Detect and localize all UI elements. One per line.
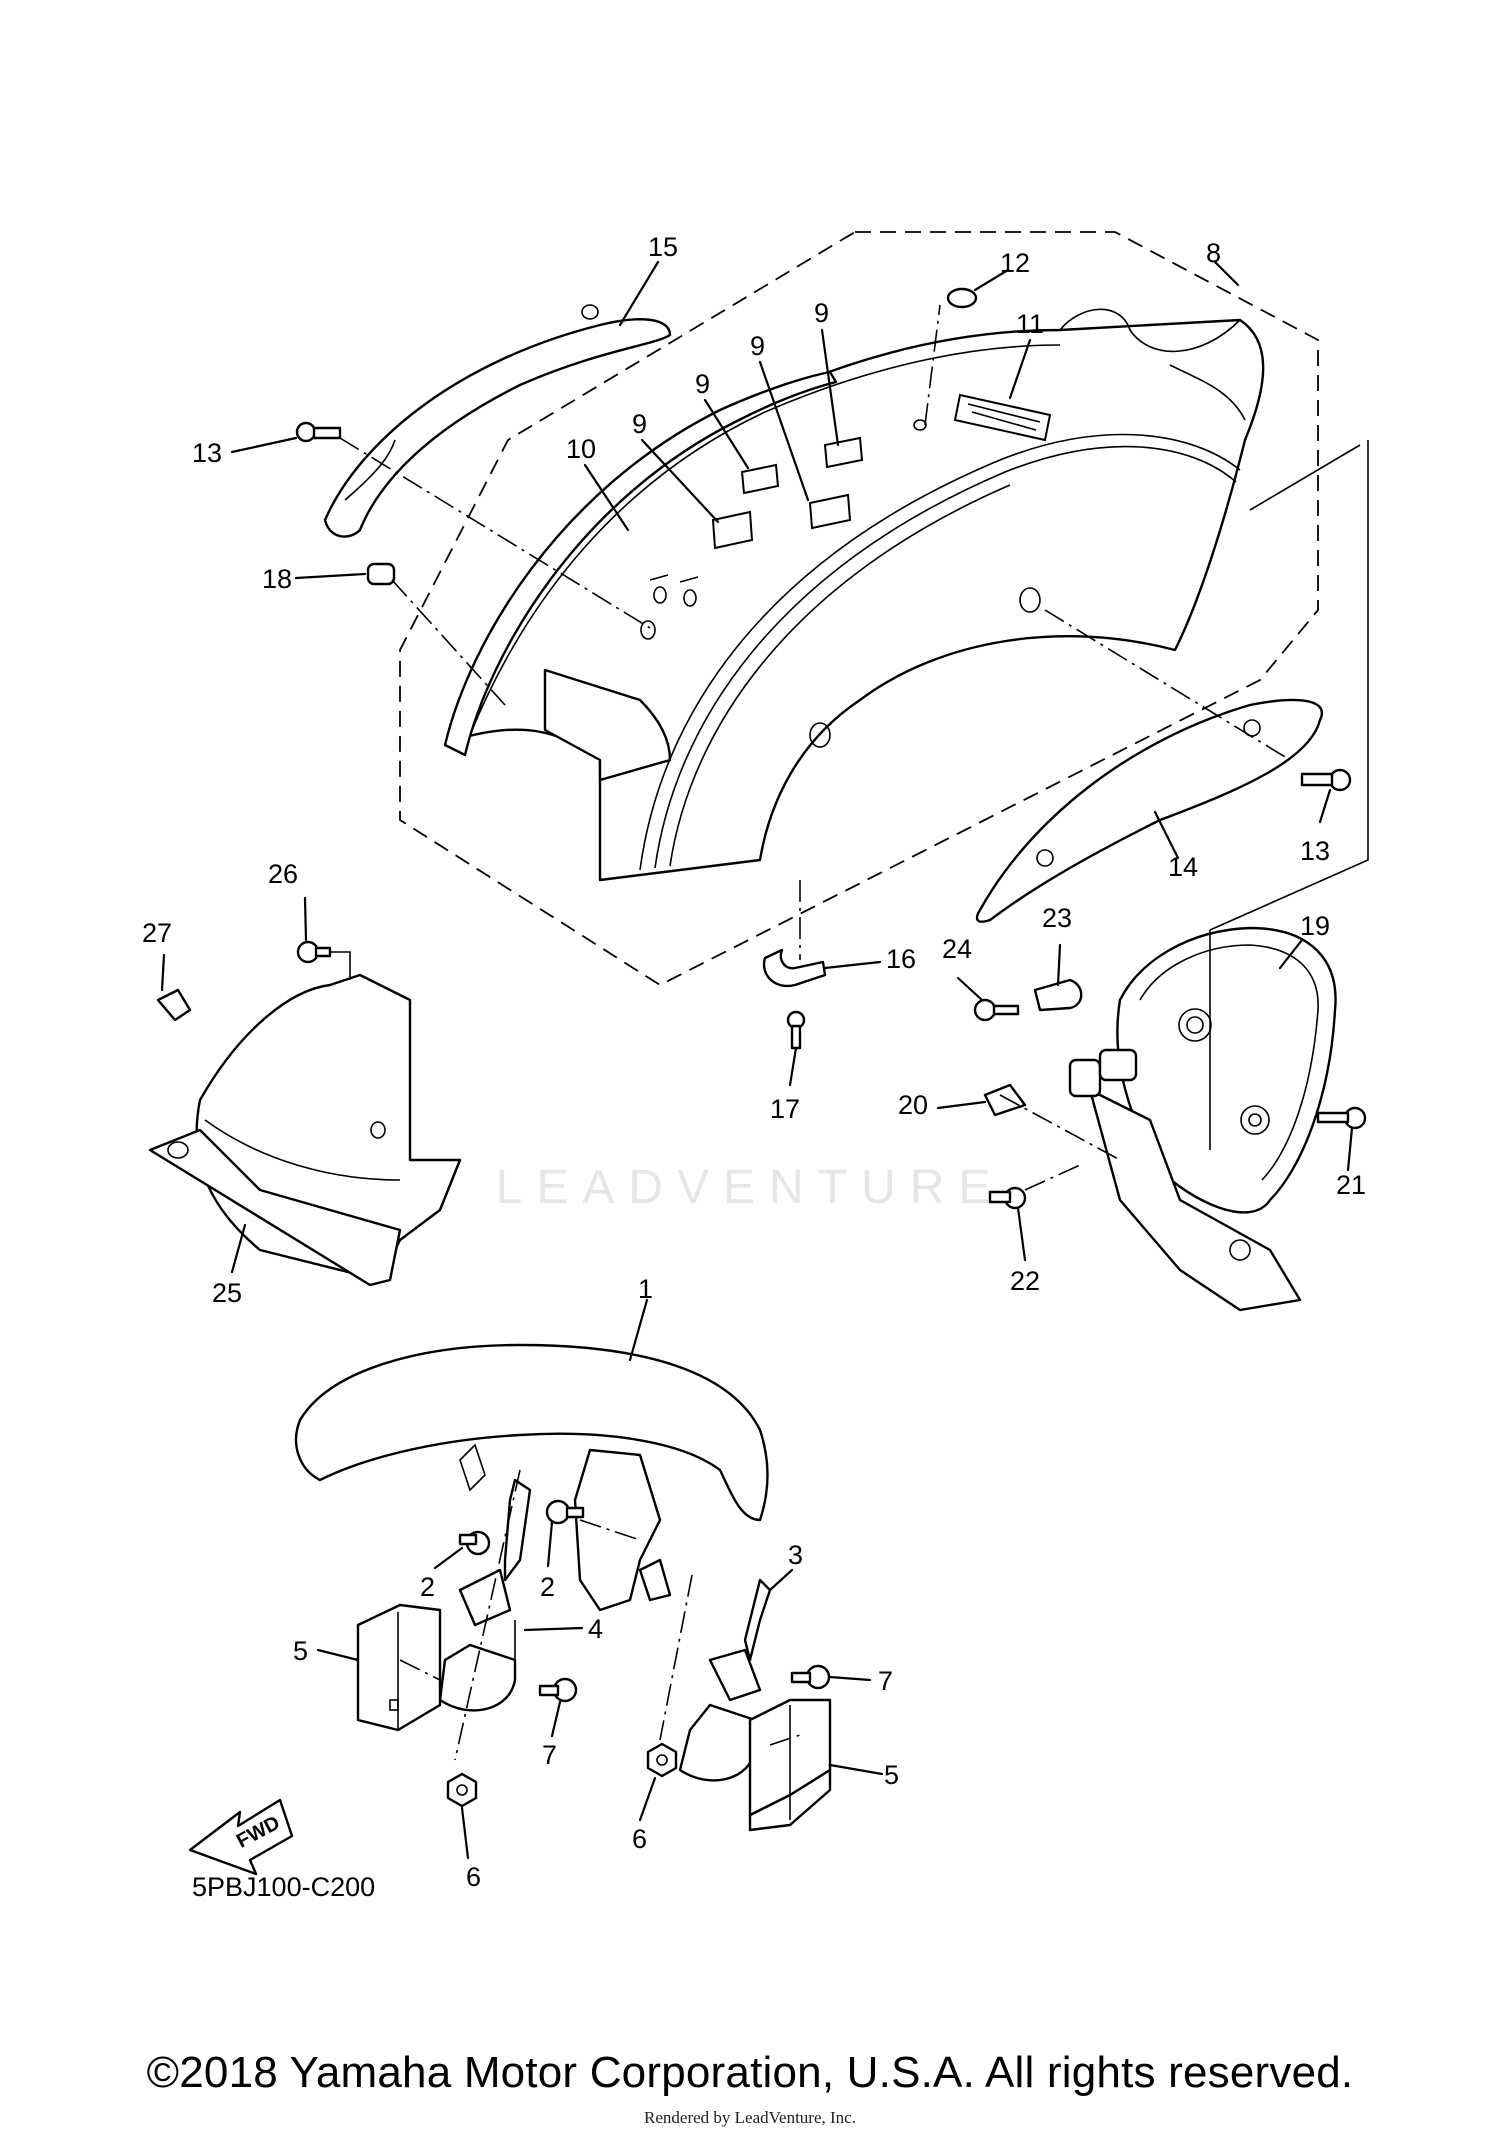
- bolt-21: [1316, 1106, 1367, 1130]
- bolt-22: [988, 1186, 1027, 1210]
- front-fender-1: [294, 1343, 769, 1522]
- bolt-7-right: [790, 1664, 831, 1690]
- nut-6-right: [646, 1742, 678, 1778]
- callout-20: 20: [898, 1090, 928, 1120]
- callout-21: 21: [1336, 1170, 1366, 1200]
- fender-side-strip: [443, 370, 838, 757]
- decal-a: [711, 510, 754, 550]
- callout-8: 8: [1206, 238, 1221, 268]
- callout-2: 2: [420, 1572, 435, 1602]
- drawing-code: 5PBJ100-C200: [192, 1872, 376, 1902]
- mudguard-panel-25: [148, 973, 462, 1287]
- callout-12: 12: [1000, 248, 1030, 278]
- callout-22: 22: [1010, 1266, 1040, 1296]
- callout-17: 17: [770, 1094, 800, 1124]
- bolt-13-left: [295, 421, 342, 443]
- callout-2: 2: [540, 1572, 555, 1602]
- callout-6: 6: [466, 1862, 481, 1892]
- cable-clamp-23: [1033, 978, 1083, 1012]
- fender-stay-right-3: [678, 1578, 772, 1782]
- decal-c: [808, 493, 852, 530]
- bolt-2-center: [545, 1499, 585, 1525]
- reflector-5-right: [748, 1698, 832, 1832]
- right-fender-rail: [975, 698, 1323, 923]
- callout-19: 19: [1300, 911, 1330, 941]
- fwd-arrow-icon: FWD: [188, 1798, 294, 1876]
- decal-set: [711, 393, 1052, 550]
- callout-3: 3: [788, 1540, 803, 1570]
- callout-7: 7: [542, 1740, 557, 1770]
- decal-b: [740, 463, 780, 495]
- callout-4: 4: [588, 1614, 603, 1644]
- callout-24: 24: [942, 934, 972, 964]
- callout-9: 9: [695, 369, 710, 399]
- reflector-5-left: [356, 1603, 442, 1732]
- callout-5: 5: [293, 1636, 308, 1666]
- callout-9: 9: [632, 409, 647, 439]
- bolt-7-left: [538, 1677, 578, 1703]
- callout-15: 15: [648, 232, 678, 262]
- grommet-18: [366, 562, 396, 586]
- callout-14: 14: [1168, 852, 1198, 882]
- nut-6-left: [446, 1772, 478, 1808]
- leadventure-watermark: LEADVENTURE: [495, 1161, 1005, 1214]
- callout-1: 1: [638, 1274, 653, 1304]
- copyright-notice: ©2018 Yamaha Motor Corporation, U.S.A. A…: [146, 2048, 1354, 2097]
- callout-13: 13: [1300, 836, 1330, 866]
- callout-25: 25: [212, 1278, 242, 1308]
- callout-11: 11: [1016, 309, 1044, 339]
- fender-stay-left-4: [438, 1478, 532, 1712]
- clip-16: [762, 948, 827, 988]
- callout-7: 7: [878, 1666, 893, 1696]
- left-fender-rail: [323, 304, 672, 538]
- callout-leaders: [160, 260, 1354, 1860]
- tail-light-bracket-19: [1068, 926, 1337, 1312]
- fender-bracket-center: [573, 1448, 672, 1612]
- rivet-26: [296, 940, 332, 964]
- callout-5: 5: [884, 1760, 899, 1790]
- rendered-by-credit: Rendered by LeadVenture, Inc.: [644, 2108, 856, 2127]
- callout-23: 23: [1042, 903, 1072, 933]
- callout-9: 9: [750, 331, 765, 361]
- bolt-13-right: [1300, 768, 1352, 792]
- callout-16: 16: [886, 944, 916, 974]
- callout-10: 10: [566, 434, 596, 464]
- screw-24: [973, 998, 1020, 1022]
- callout-18: 18: [262, 564, 292, 594]
- washer-12: [946, 287, 978, 309]
- callout-numbers: 1 2 2 3 4 5 5 6 6 7 7 8 9 9 9 9 10 11 12…: [142, 232, 1366, 1892]
- clip-20: [983, 1083, 1027, 1117]
- decal-d: [823, 436, 864, 469]
- rear-fender-assembly-boundary: [399, 231, 1319, 987]
- screw-17: [786, 1010, 806, 1050]
- callout-27: 27: [142, 918, 172, 948]
- callout-9: 9: [814, 298, 829, 328]
- callout-13: 13: [192, 438, 222, 468]
- callout-26: 26: [268, 859, 298, 889]
- callout-6: 6: [632, 1824, 647, 1854]
- bolt-2-left: [458, 1530, 491, 1556]
- clip-27: [156, 988, 192, 1022]
